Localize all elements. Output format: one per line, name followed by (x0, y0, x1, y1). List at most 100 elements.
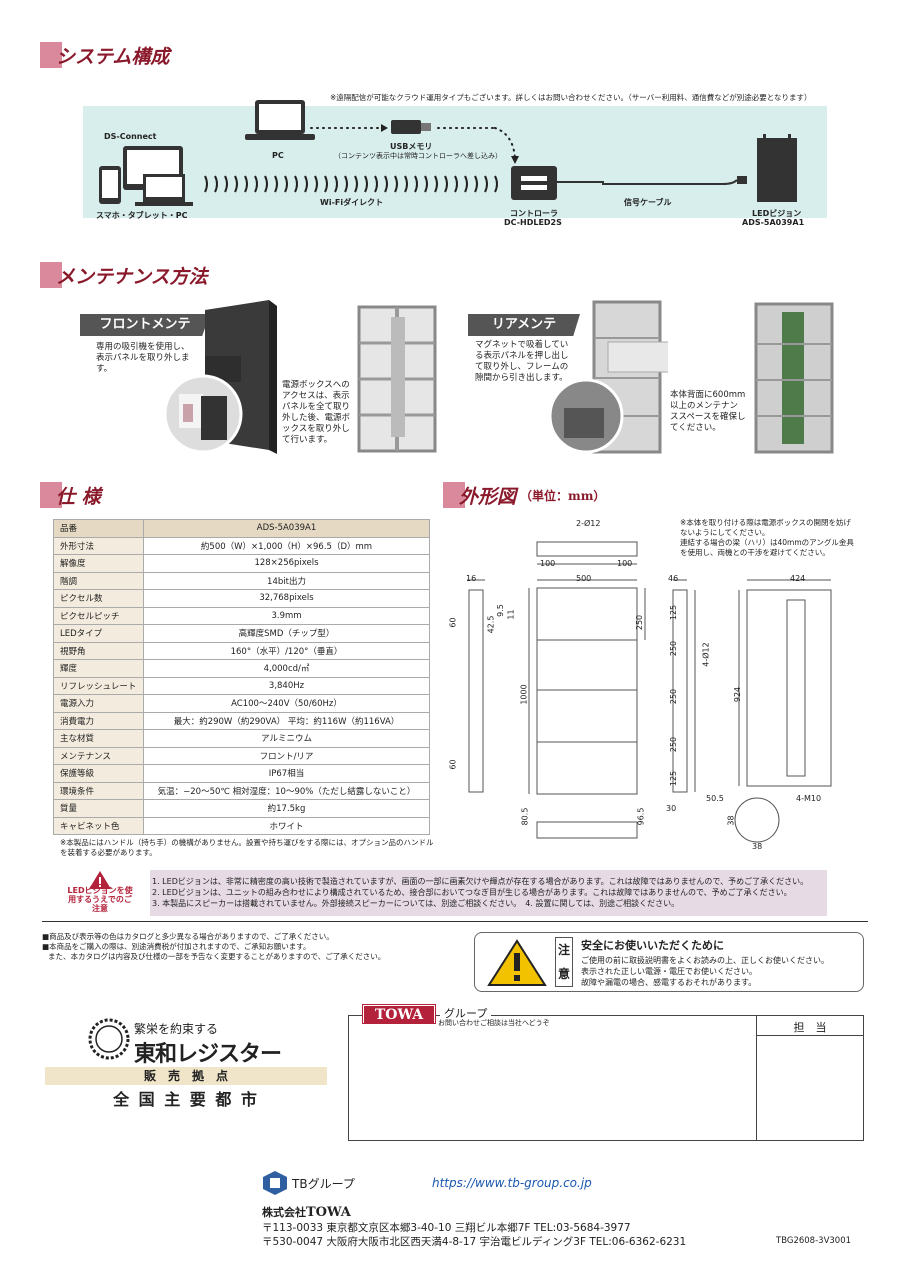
dim-424: 424 (790, 574, 806, 583)
dim-250c: 250 (669, 688, 679, 705)
outline-drawing (467, 541, 832, 843)
spec-value: 128×256pixels (143, 554, 430, 573)
dim-4phi12: 4-Ø12 (701, 642, 711, 667)
led-label: LEDビジョン (752, 209, 802, 218)
dim-30: 30 (666, 804, 677, 813)
section-title-spec: 仕 様 (40, 482, 101, 508)
dim-96-5: 96.5 (636, 807, 646, 826)
front-panel-image (165, 300, 277, 454)
spec-key: 消費電力 (53, 711, 144, 730)
dim-9-5: 9.5 (495, 604, 505, 617)
spec-value: アルミニウム (143, 729, 430, 748)
usb-note: （コンテンツ表示中は常時コントローラへ差し込み） (334, 152, 502, 160)
controller-label: コントローラ (510, 209, 558, 218)
spec-key: リフレッシュレート (53, 676, 144, 695)
spec-key: ピクセル数 (53, 589, 144, 608)
dim-16: 16 (466, 574, 477, 583)
dim-38a: 38 (726, 815, 736, 826)
spec-value: 32,768pixels (143, 589, 430, 608)
controller-model: DC-HDLED2S (504, 218, 562, 227)
warning-icon (89, 871, 111, 889)
spec-key: 質量 (53, 799, 144, 818)
dim-60a: 60 (448, 617, 458, 628)
dim-100a: 100 (540, 559, 556, 568)
mobile-label: スマホ・タブレット・PC (96, 211, 188, 220)
spec-value: ホワイト (143, 816, 430, 835)
spec-key: 環境条件 (53, 781, 144, 800)
rear-maintenance-tag: リアメンテ (468, 314, 580, 336)
tb-group-logo (263, 1171, 287, 1195)
spec-value: フロント/リア (143, 746, 430, 765)
spec-row: 質量約17.5kg (53, 799, 430, 818)
exclamation-triangle-icon (487, 939, 547, 986)
spec-note: ※本製品にはハンドル（持ち手）の機構がありません。設置や持ち運びをする際には、オ… (60, 838, 434, 857)
dim-1000: 1000 (519, 684, 529, 705)
safety-text: ご使用の前に取扱説明書をよくお読みの上、正しくお使いください。 表示された正しい… (581, 956, 829, 987)
tb-group-label: TBグループ (292, 1177, 355, 1191)
safety-title: 安全にお使いいただくために (581, 939, 724, 952)
led-vision-icon (757, 134, 797, 202)
dim-125a: 125 (669, 604, 679, 621)
spec-key: メンテナンス (53, 746, 144, 765)
spec-key: 保護等級 (53, 764, 144, 783)
spec-row: 外形寸法約500（W）×1,000（H）×96.5（D）mm (53, 536, 430, 555)
ds-connect-label: DS-Connect (104, 132, 157, 141)
section-title-outline: 外形図（単位：mm） (443, 482, 605, 508)
mobile-devices-icon (99, 146, 193, 206)
dim-4m10: 4-M10 (796, 794, 822, 803)
tanto-divider (756, 1035, 864, 1036)
spec-value: 約17.5kg (143, 799, 430, 818)
front-maintenance-tag: フロントメンテ (80, 314, 210, 336)
company-name: 株式会社TOWA (262, 1205, 351, 1220)
system-diagram-graphics (99, 100, 797, 206)
spec-key: 主な材質 (53, 729, 144, 748)
rear-frame-image (754, 302, 834, 454)
spec-value: AC100〜240V（50/60Hz） (143, 694, 430, 713)
section-title-system: システム構成 (40, 42, 169, 68)
tanto-column (756, 1015, 864, 1141)
dim-2phi12: 2-Ø12 (576, 519, 601, 528)
dim-125b: 125 (669, 770, 679, 787)
contact-note: お問い合わせご相談は当社へどうぞ (438, 1019, 550, 1027)
spec-key: LEDタイプ (53, 624, 144, 643)
section-title-maintenance: メンテナンス方法 (40, 262, 208, 288)
front-maintenance-text2: 電源ボックスへのアクセスは、表示パネルを全て取り外した後、電源ボックスを取り外し… (282, 380, 351, 445)
dim-80-5: 80.5 (520, 807, 530, 826)
dim-500: 500 (576, 574, 592, 583)
led-model: ADS-5A039A1 (742, 218, 805, 227)
spec-key: 電源入力 (53, 694, 144, 713)
address-tokyo: 〒113-0033 東京都文京区本郷3-40-10 三翔ビル本郷7F TEL:0… (262, 1222, 631, 1234)
spec-key: 外形寸法 (53, 536, 144, 555)
safety-box: 注意 安全にお使いいただくために ご使用の前に取扱説明書をよくお読みの上、正しく… (474, 932, 864, 992)
spec-row: LEDタイプ高輝度SMD（チップ型） (53, 624, 430, 643)
spec-key: 視野角 (53, 641, 144, 660)
company-url[interactable]: https://www.tb-group.co.jp (432, 1176, 592, 1190)
spec-key: 品番 (53, 519, 144, 538)
spec-row: 環境条件気温：−20〜50℃ 相対湿度：10〜90%（ただし結露しないこと） (53, 781, 430, 800)
pc-label: PC (272, 151, 284, 160)
spec-value: 3.9mm (143, 606, 430, 625)
spec-key: 階調 (53, 571, 144, 590)
towa-seal-logo (88, 1018, 130, 1060)
front-maintenance-text: 専用の吸引機を使用し、表示パネルを取り外します。 (96, 342, 190, 374)
system-diagram (83, 106, 827, 218)
spec-value: 160°（水平）/120°（垂直） (143, 641, 430, 660)
spec-row: 消費電力最大：約290W（約290VA） 平均：約116W（約116VA） (53, 711, 430, 730)
spec-value: 3,840Hz (143, 676, 430, 695)
slogan: 繁栄を約束する (134, 1022, 219, 1036)
spec-key: 輝度 (53, 659, 144, 678)
spec-value: ADS-5A039A1 (143, 519, 430, 538)
dim-38b: 38 (752, 842, 763, 851)
spec-value: 気温：−20〜50℃ 相対湿度：10〜90%（ただし結露しないこと） (143, 781, 430, 800)
spec-row: メンテナンスフロント/リア (53, 746, 430, 765)
caution-line-2: 2. LEDビジョンは、ユニットの組み合わせにより構成されているため、接合部にお… (152, 888, 792, 897)
spec-row: 主な材質アルミニウム (53, 729, 430, 748)
